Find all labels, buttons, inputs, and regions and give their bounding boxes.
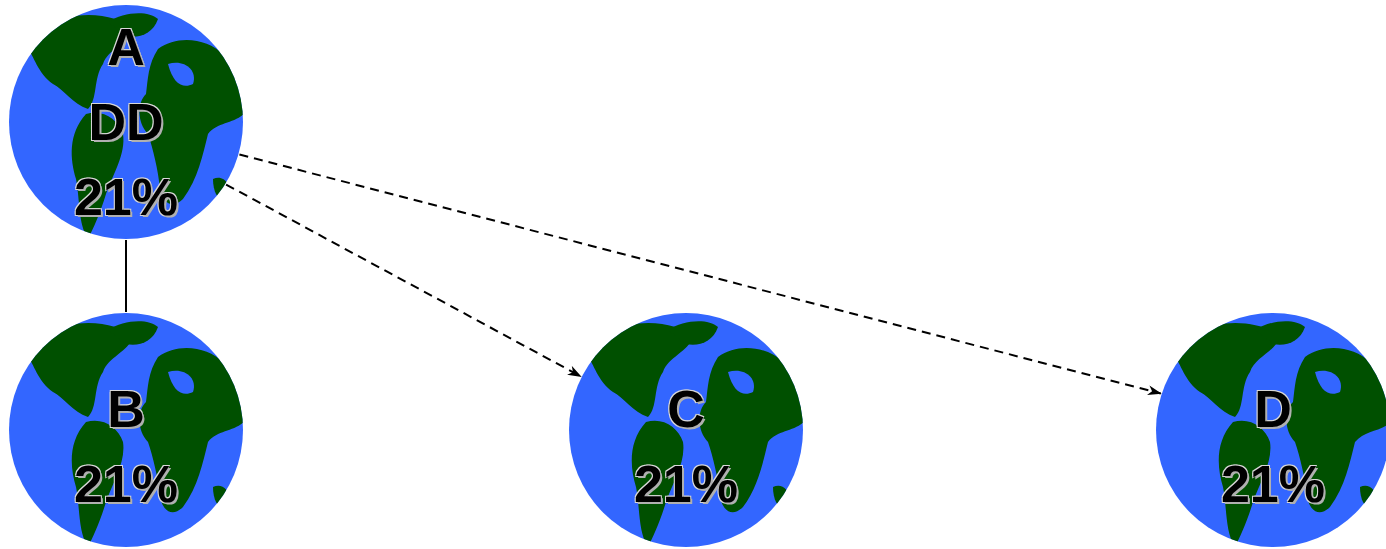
node-label: 21%	[1221, 447, 1325, 522]
node-label: DD	[88, 85, 163, 160]
node-texts: D21%	[1155, 312, 1386, 548]
globe-node: ADD21%	[8, 4, 244, 240]
node-label: B	[107, 372, 145, 447]
node-label: 21%	[74, 447, 178, 522]
node-label: C	[667, 372, 705, 447]
node-texts: C21%	[568, 312, 804, 548]
globe-node: B21%	[8, 312, 244, 548]
globe-node: D21%	[1155, 312, 1386, 548]
node-texts: ADD21%	[8, 4, 244, 240]
node-texts: B21%	[8, 312, 244, 548]
dashed-arrow	[226, 185, 581, 377]
node-label: 21%	[74, 160, 178, 235]
node-label: D	[1254, 372, 1292, 447]
node-label: 21%	[634, 447, 738, 522]
solid-link	[125, 240, 127, 312]
node-label: A	[107, 10, 145, 85]
globe-node: C21%	[568, 312, 804, 548]
